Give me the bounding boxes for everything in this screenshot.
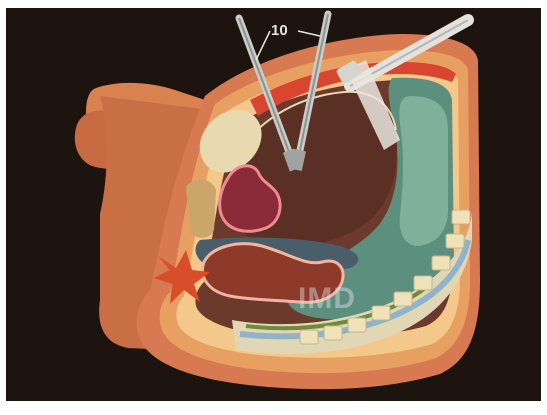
instrument-callout-label: 10 (271, 22, 288, 39)
pubic-bone (186, 180, 216, 238)
liver-lobe (399, 96, 448, 246)
watermark: IMD (298, 282, 356, 316)
